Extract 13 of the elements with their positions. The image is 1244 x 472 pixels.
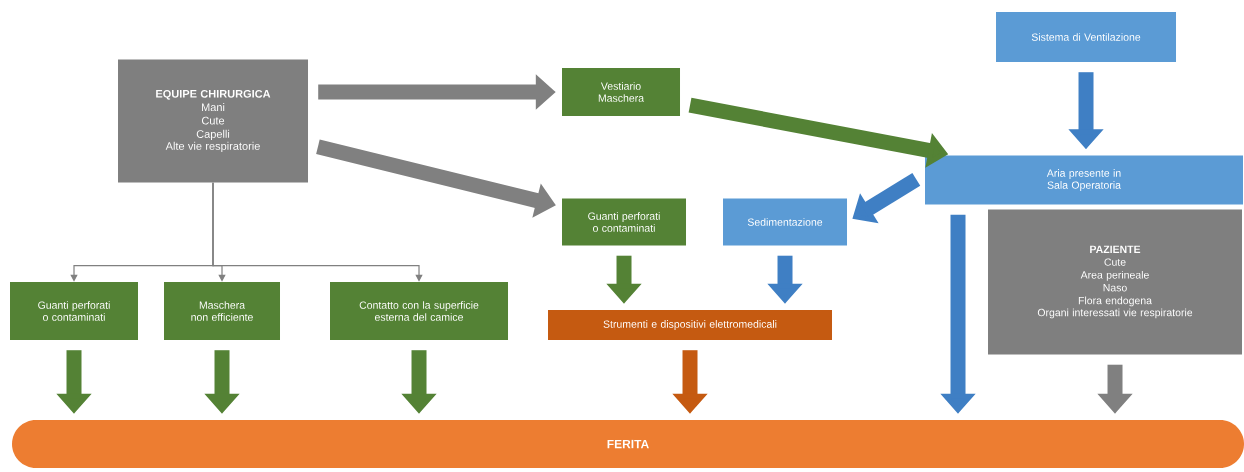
process-box: Guanti perforati o contaminati — [562, 198, 686, 246]
process-box: Sedimentazione — [723, 198, 847, 246]
process-box: Sistema di Ventilazione — [996, 12, 1176, 62]
process-box: Maschera non efficiente — [164, 282, 280, 340]
process-box: Contatto con la superficie esterna del camice — [330, 282, 508, 340]
process-box: Strumenti e dispositivi elettromedicali — [548, 310, 832, 340]
process-box: Guanti perforati o contaminati — [10, 282, 138, 340]
source-box: PAZIENTE Cute Area perineale Naso Flora endogena Organi interessati vie respiratorie — [988, 209, 1242, 355]
process-box: Vestiario Maschera — [562, 68, 680, 116]
arrow — [212, 182, 423, 282]
wound-band: FERITA — [12, 420, 1244, 468]
source-box: EQUIPE CHIRURGICA Mani Cute Capelli Alte vie respiratorie — [118, 59, 308, 183]
process-box: Aria presente in Sala Operatoria — [925, 155, 1243, 205]
